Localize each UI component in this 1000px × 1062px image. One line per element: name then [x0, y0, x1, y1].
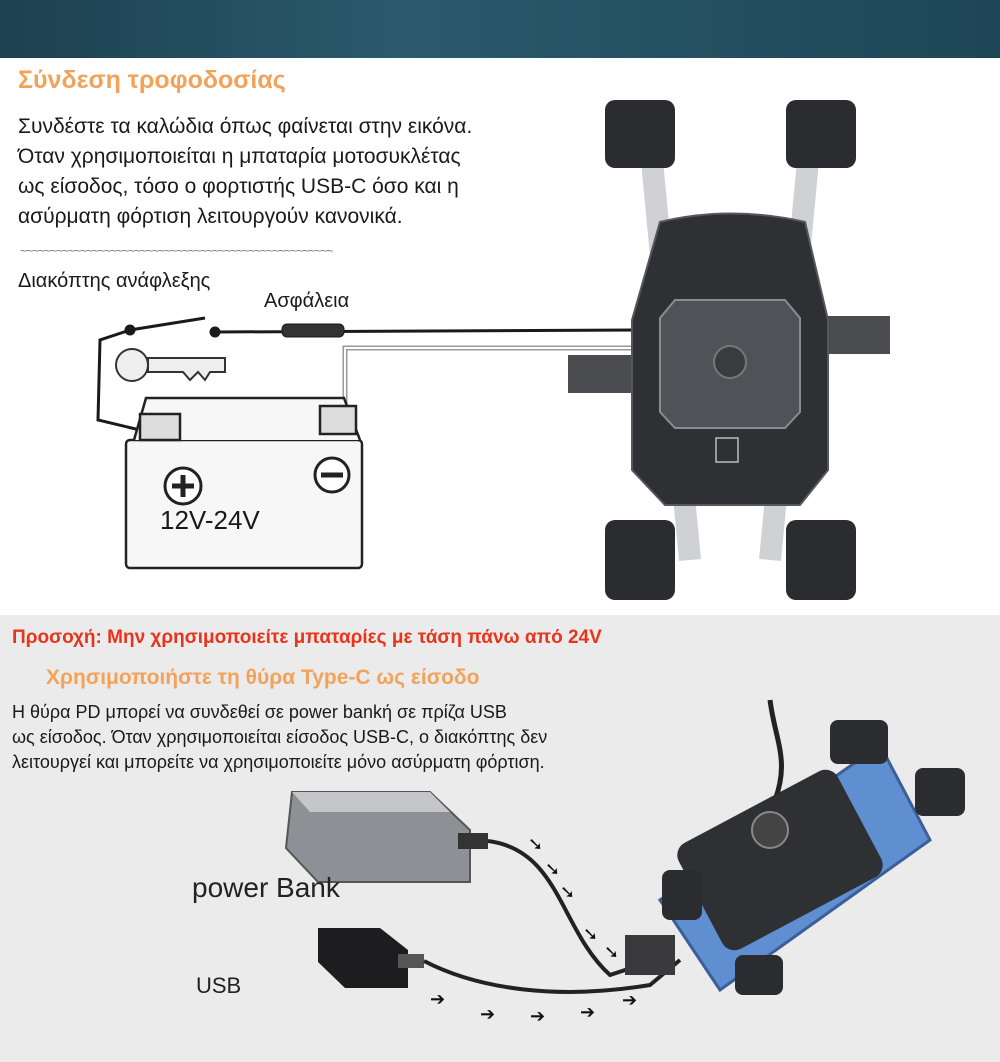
svg-text:➘: ➘ — [604, 942, 619, 962]
fuse-label: Ασφάλεια — [264, 290, 350, 312]
power-bank-label: power Bank — [192, 872, 340, 903]
svg-text:➔: ➔ — [430, 989, 445, 1009]
phone-holder-with-phone-image — [625, 720, 965, 995]
section2-title: Χρησιμοποιήστε τη θύρα Type-C ως είσοδο — [46, 666, 480, 689]
top-banner — [0, 0, 1000, 58]
ignition-switch-label: Διακόπτης ανάφλεξης — [18, 270, 211, 292]
key-icon — [115, 348, 226, 382]
svg-text:➔: ➔ — [530, 1006, 545, 1026]
arrow-icons: ➘➘➘ ➘➘ ➔➔➔ ➔➔ — [430, 834, 637, 1026]
desc-line: λειτουργεί και μπορείτε να χρησιμοποιείτ… — [12, 752, 545, 772]
svg-text:➘: ➘ — [528, 834, 543, 854]
svg-text:➔: ➔ — [580, 1002, 595, 1022]
battery-icon — [124, 396, 364, 570]
svg-text:➘: ➘ — [560, 882, 575, 902]
cables — [423, 699, 784, 994]
svg-text:➘: ➘ — [545, 859, 560, 879]
usb-label: USB — [196, 973, 242, 998]
battery-voltage: 12V-24V — [160, 505, 260, 535]
wiring-diagram — [96, 316, 641, 432]
usb-adapter-icon — [318, 928, 424, 988]
desc-line: ως είσοδος. Όταν χρησιμοποιείται είσοδος… — [12, 727, 548, 747]
desc-line: Συνδέστε τα καλώδια όπως φαίνεται στην ε… — [18, 115, 473, 138]
phone-holder-image — [568, 100, 890, 600]
section1-title: Σύνδεση τροφοδοσίας — [18, 66, 286, 94]
power-bank-icon — [284, 791, 488, 883]
svg-text:➔: ➔ — [622, 990, 637, 1010]
desc-line: ως είσοδος, τόσο ο φορτιστής USB-C όσο κ… — [18, 175, 459, 198]
voltage-warning: Προσοχή: Μην χρησιμοποιείτε μπαταρίες με… — [12, 627, 602, 648]
desc-line: ασύρματη φόρτιση λειτουργούν κανονικά. — [18, 205, 403, 228]
svg-text:➘: ➘ — [583, 924, 598, 944]
divider: ~~~~~~~~~~~~~~~~~~~~~~~~~~~~~~~~~~~~~~~~… — [20, 244, 333, 258]
section1-description: Συνδέστε τα καλώδια όπως φαίνεται στην ε… — [18, 112, 598, 232]
desc-line: Όταν χρησιμοποιείται η μπαταρία μοτοσυκλ… — [18, 145, 461, 168]
section2-description: Η θύρα PD μπορεί να συνδεθεί σε power ba… — [12, 700, 712, 775]
svg-text:➔: ➔ — [480, 1004, 495, 1024]
desc-line: Η θύρα PD μπορεί να συνδεθεί σε power ba… — [12, 702, 507, 722]
fuse-icon — [281, 323, 345, 338]
